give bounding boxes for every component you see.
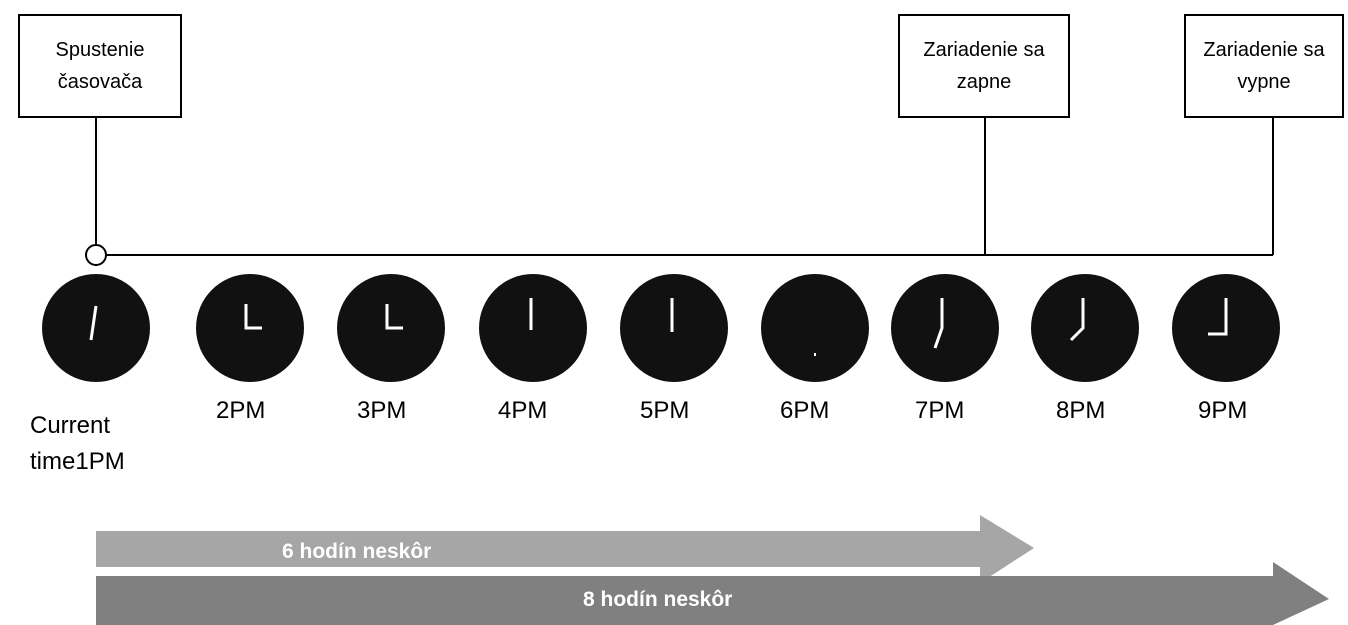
timer-start-line-1: Spustenie <box>55 39 145 61</box>
device-on-line-2: zapne <box>956 71 1012 93</box>
device-off-line-2: vypne <box>1237 71 1291 93</box>
hour-label-3pm: 3PM <box>357 397 407 424</box>
clock-3pm <box>337 274 445 382</box>
clock-face-icon <box>1031 274 1139 382</box>
hour-label-5pm: 5PM <box>640 397 690 424</box>
device-on-callout: Zariadenie sa zapne <box>898 14 1070 118</box>
clock-8pm <box>1031 274 1139 382</box>
clock-hands-icon <box>933 298 944 349</box>
hour-label-7pm: 7PM <box>915 397 965 424</box>
clock-hands-icon <box>814 353 816 356</box>
six-hours-later-arrow <box>96 515 1034 583</box>
clock-6pm <box>761 274 869 382</box>
hour-label-2pm: 2PM <box>216 397 266 424</box>
current-time-label: Current time1PM <box>30 408 125 480</box>
current-time-line-1: Current <box>30 412 111 439</box>
clock-5pm <box>620 274 728 382</box>
hour-label-8pm: 8PM <box>1056 397 1106 424</box>
clock-hands-icon <box>244 304 262 330</box>
device-off-callout: Zariadenie sa vypne <box>1184 14 1344 118</box>
clock-1pm <box>42 274 150 382</box>
eight-hours-later-arrow <box>96 562 1329 625</box>
clock-face-icon <box>479 274 587 382</box>
eight-hours-later-label: 8 hodín neskôr <box>583 588 733 611</box>
clock-hands-icon <box>1208 298 1228 336</box>
clock-2pm <box>196 274 304 382</box>
clock-9pm <box>1172 274 1280 382</box>
clock-face-icon <box>891 274 999 382</box>
clock-7pm <box>891 274 999 382</box>
hour-label-9pm: 9PM <box>1198 397 1248 424</box>
timer-start-marker <box>85 244 107 266</box>
hour-label-6pm: 6PM <box>780 397 830 424</box>
six-hours-later-label: 6 hodín neskôr <box>282 540 432 563</box>
clock-face-icon <box>761 274 869 382</box>
clock-4pm <box>479 274 587 382</box>
clock-hands-icon <box>1069 298 1085 342</box>
clock-hands-icon <box>89 305 98 341</box>
current-time-line-2: time1PM <box>30 448 125 475</box>
device-off-line-1: Zariadenie sa <box>1203 39 1325 61</box>
clock-hands-icon <box>385 304 403 330</box>
timer-start-line-2: časovača <box>57 71 143 93</box>
clock-face-icon <box>42 274 150 382</box>
device-on-line-1: Zariadenie sa <box>923 39 1045 61</box>
hour-label-4pm: 4PM <box>498 397 548 424</box>
clock-face-icon <box>620 274 728 382</box>
timer-start-callout: Spustenie časovača <box>18 14 182 118</box>
